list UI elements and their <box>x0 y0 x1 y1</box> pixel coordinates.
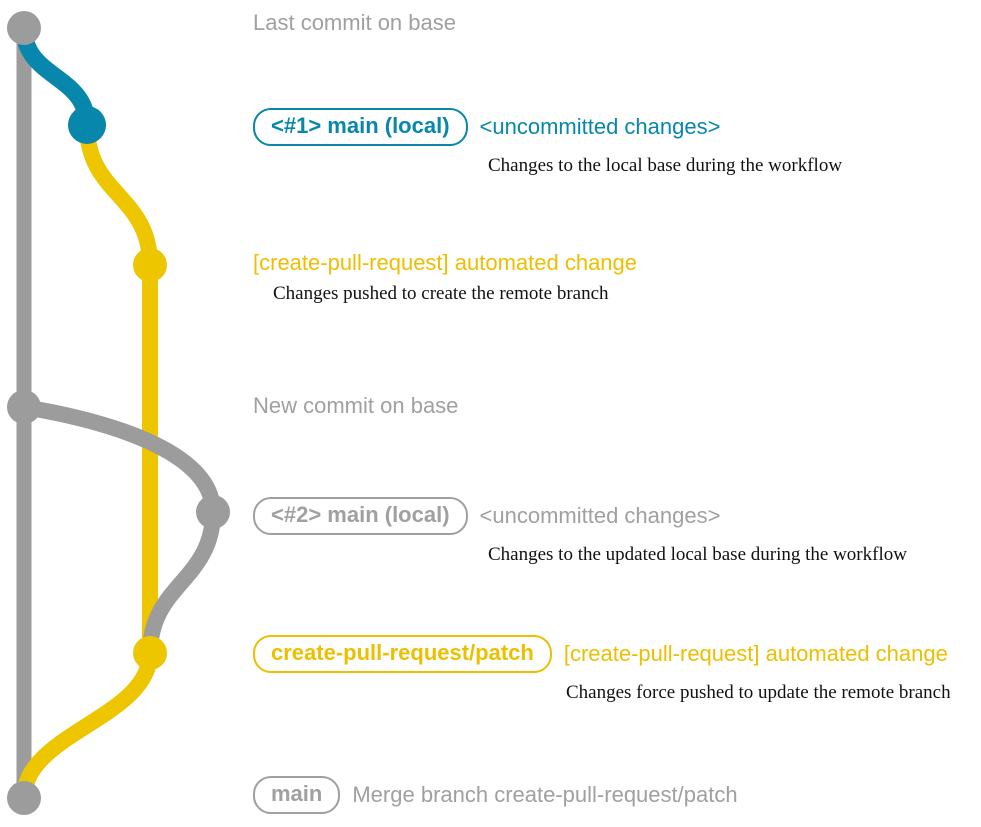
commit-row-last-commit-on-base: Last commit on base <box>0 12 981 34</box>
commit-note: Changes force pushed to update the remot… <box>566 682 951 703</box>
commit-node-base-old <box>7 11 41 45</box>
edge-local1-to-patch1 <box>79 117 158 273</box>
commit-row-local-uncommitted-2: <#2> main (local) <uncommitted changes> Ch… <box>0 497 981 566</box>
commit-subject: <uncommitted changes> <box>479 503 721 528</box>
commit-node-local-2 <box>196 495 230 529</box>
ref-badge[interactable]: <#2> main (local) <box>253 497 468 535</box>
commit-row-automated-change-2: create-pull-request/patch [create-pull-re… <box>0 635 981 704</box>
commit-node-base-new <box>7 390 41 424</box>
commit-row-header: [create-pull-request] automated change <box>0 252 981 274</box>
commit-subject: Last commit on base <box>253 10 456 35</box>
commit-subject: [create-pull-request] automated change <box>563 641 948 666</box>
commit-note: Changes pushed to create the remote bran… <box>273 283 609 304</box>
commit-row-header: create-pull-request/patch [create-pull-re… <box>0 635 981 673</box>
commit-subject: <uncommitted changes> <box>479 114 721 139</box>
commit-note: Changes to the updated local base during… <box>488 544 907 565</box>
edge-patch2-to-merge <box>16 645 158 806</box>
commit-node-patch-1 <box>133 248 167 282</box>
commit-node-local-1 <box>68 106 106 144</box>
commit-row-header: <#1> main (local) <uncommitted changes> <box>0 108 981 146</box>
commit-row-new-commit-on-base: New commit on base <box>0 395 981 417</box>
commit-row-header: Last commit on base <box>0 12 981 34</box>
commit-row-merge-commit-row: main Merge branch create-pull-request/pat… <box>0 776 981 814</box>
commit-subject: Merge branch create-pull-request/patch <box>352 782 738 807</box>
commit-node-patch-2 <box>133 636 167 670</box>
commit-subject: [create-pull-request] automated change <box>253 250 638 275</box>
commit-node-merge-commit <box>7 781 41 815</box>
ref-badge[interactable]: main <box>253 776 341 814</box>
commit-row-header: <#2> main (local) <uncommitted changes> <box>0 497 981 535</box>
ref-badge[interactable]: create-pull-request/patch <box>253 635 552 673</box>
commit-row-header: New commit on base <box>0 395 981 417</box>
edge-basenew-to-local2 <box>16 399 221 520</box>
commit-subject: New commit on base <box>253 393 459 418</box>
ref-badge[interactable]: <#1> main (local) <box>253 108 468 146</box>
edge-local2-to-patch2 <box>142 504 221 661</box>
commit-row-header: main Merge branch create-pull-request/pat… <box>0 776 981 814</box>
commit-note: Changes to the local base during the wor… <box>488 155 843 176</box>
commit-row-local-uncommitted-1: <#1> main (local) <uncommitted changes> Ch… <box>0 108 981 177</box>
